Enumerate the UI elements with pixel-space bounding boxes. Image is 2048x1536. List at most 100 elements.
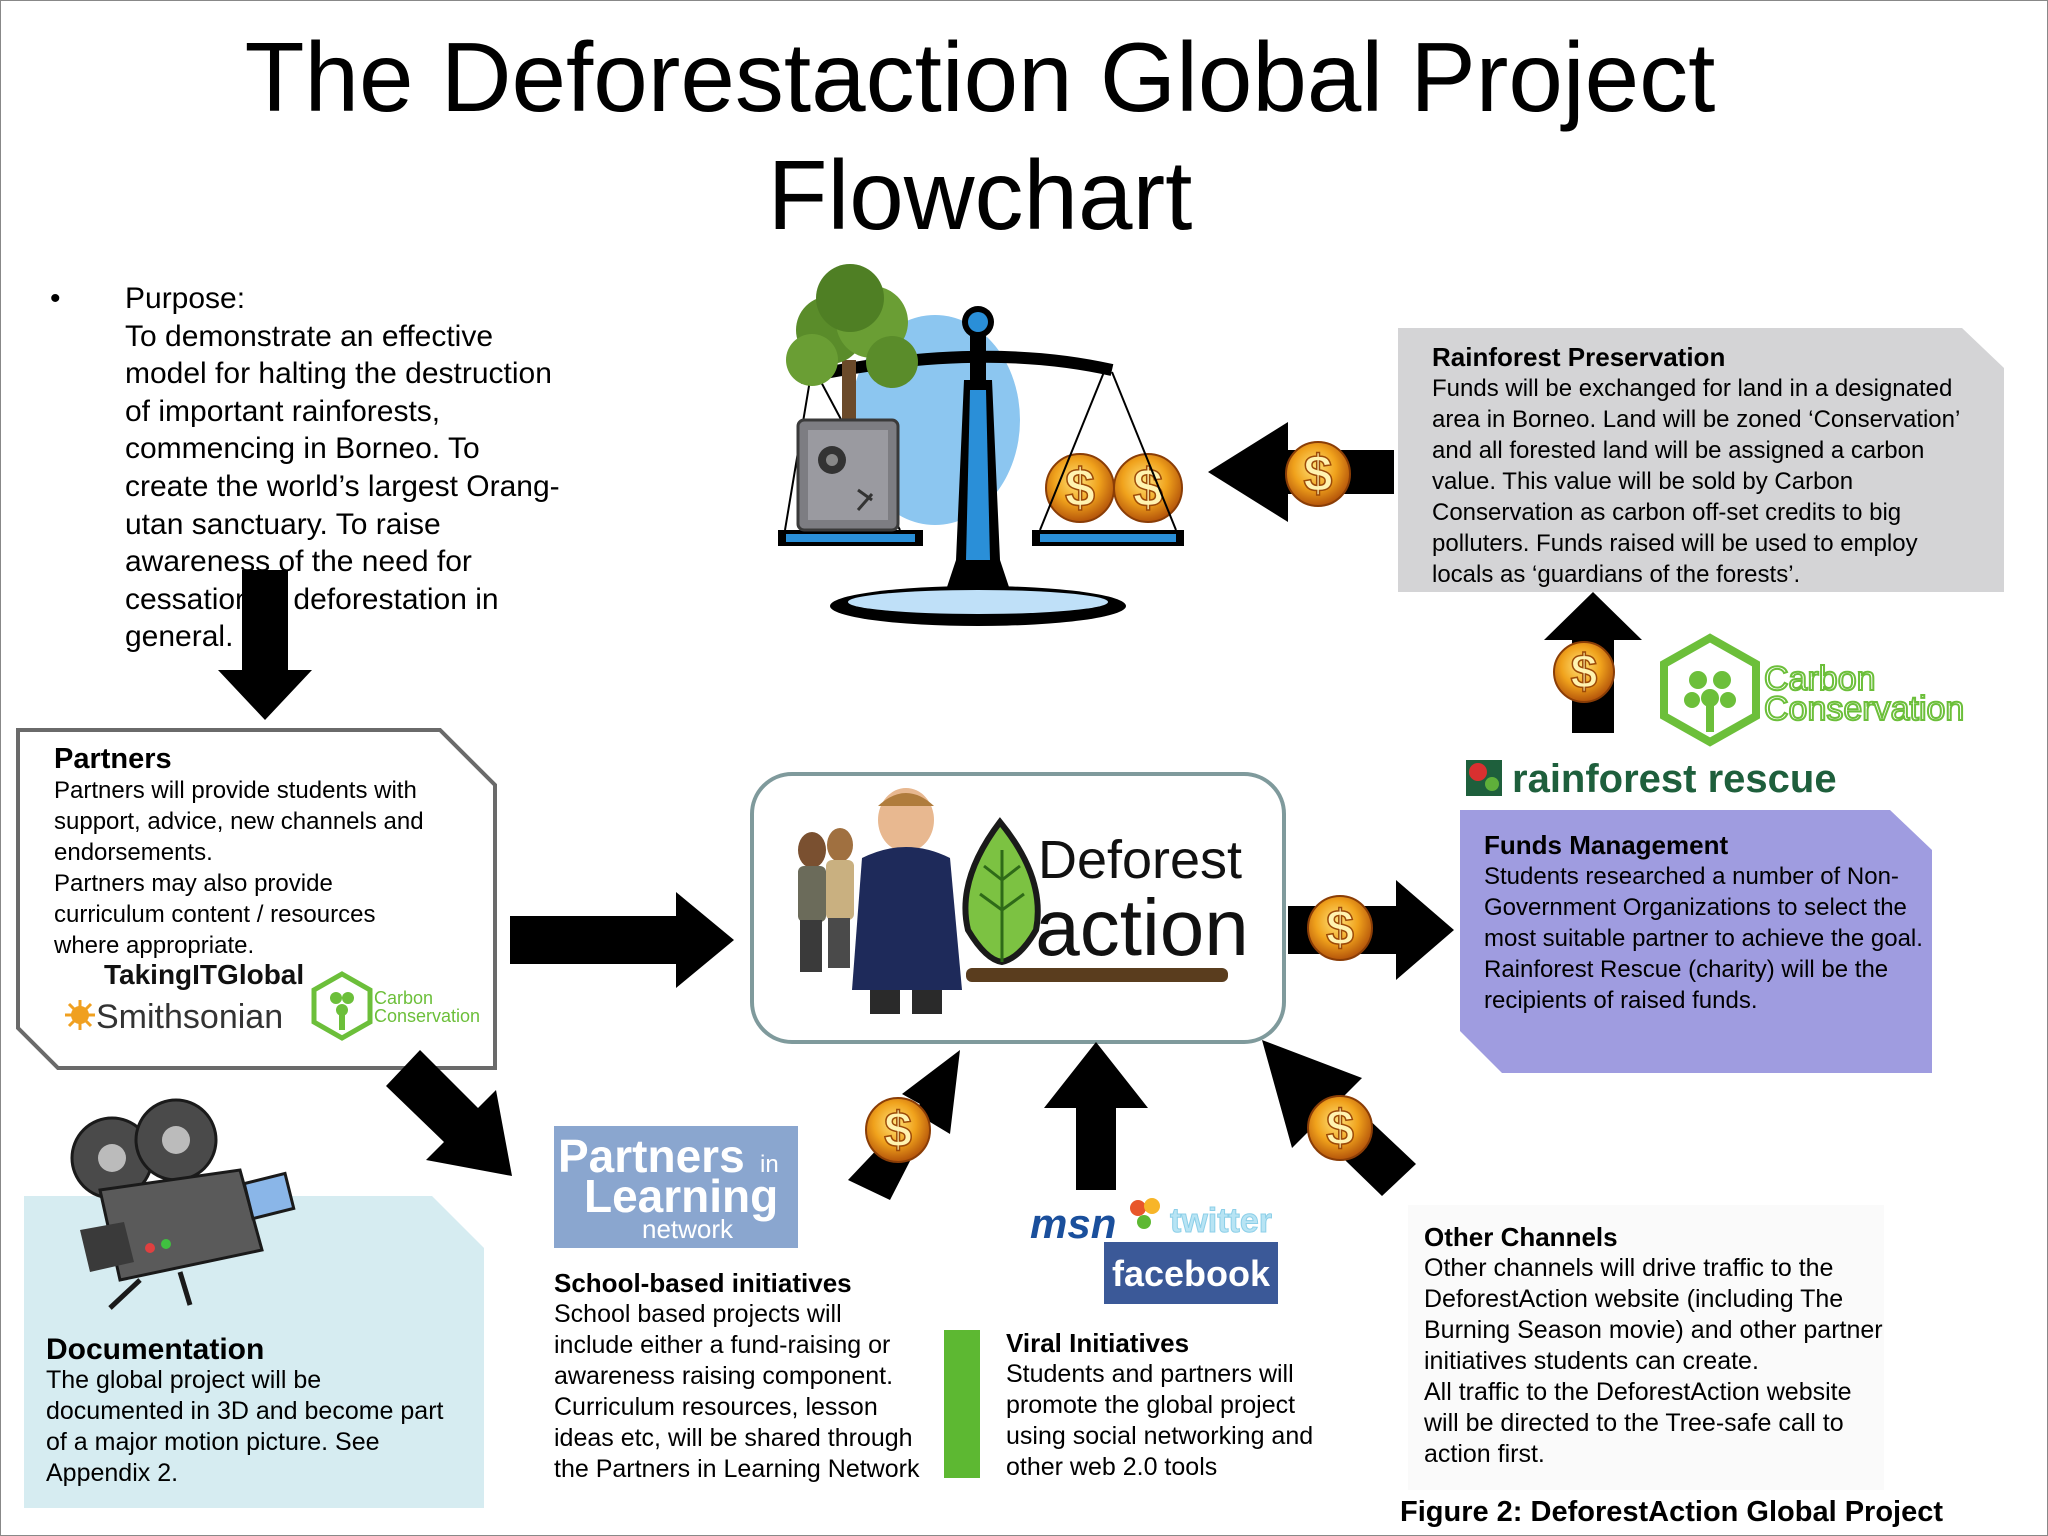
pil-line2: Learning bbox=[584, 1170, 778, 1222]
purpose-line: commencing in Borneo. To bbox=[125, 432, 480, 466]
text-line: Funds will be exchanged for land in a de… bbox=[1432, 375, 1953, 402]
school-initiatives-heading: School-based initiatives bbox=[554, 1268, 852, 1298]
pil-line1: Partners bbox=[558, 1130, 745, 1182]
documentation-heading: Documentation bbox=[46, 1333, 265, 1366]
facebook-logo bbox=[1104, 1242, 1278, 1304]
purpose-line: general. bbox=[125, 620, 234, 654]
arrow-up bbox=[1044, 1042, 1148, 1190]
text-line: Students researched a number of Non- bbox=[1484, 863, 1899, 890]
purpose-line: awareness of the need for bbox=[125, 545, 472, 579]
balance-scale-icon bbox=[778, 306, 1184, 626]
green-bar bbox=[944, 1330, 980, 1478]
text-line: action first. bbox=[1424, 1440, 1545, 1468]
svg-text:$: $ bbox=[1326, 900, 1354, 956]
text-line: the Partners in Learning Network bbox=[554, 1455, 920, 1483]
rainforest-preservation-box bbox=[1398, 328, 2004, 592]
partners-box bbox=[16, 728, 497, 1070]
text-line: Rainforest Rescue (charity) will be the bbox=[1484, 956, 1889, 983]
text-line: Appendix 2. bbox=[46, 1459, 179, 1487]
text-line: of a major motion picture. See bbox=[46, 1428, 380, 1456]
dollar-coin-icon: $ bbox=[1553, 641, 1615, 703]
purpose-heading: Purpose: bbox=[125, 282, 246, 315]
svg-text:$: $ bbox=[1065, 458, 1095, 518]
text-line: School based projects will bbox=[554, 1300, 842, 1328]
safe-icon bbox=[796, 418, 900, 532]
rainforest-preservation-text: Rainforest Preservation Funds will be ex… bbox=[1432, 342, 2007, 590]
pil-in: in bbox=[760, 1151, 779, 1178]
purpose-bullet: • bbox=[50, 282, 61, 315]
takingitglobal-logo: TakingITGlobal bbox=[104, 959, 304, 990]
purpose-block: • Purpose: To demonstrate an effective m… bbox=[50, 280, 610, 660]
text-line: locals as ‘guardians of the forests’. bbox=[1432, 561, 1801, 588]
text-line: The global project will be bbox=[46, 1366, 322, 1394]
text-line: and all forested land will be assigned a… bbox=[1432, 437, 1925, 464]
purpose-line: of important rainforests, bbox=[125, 394, 441, 428]
viral-initiatives-text: Viral Initiatives Students and partners … bbox=[1006, 1328, 1386, 1483]
deforest-logo-line2: action bbox=[1035, 883, 1248, 972]
text-line: include either a fund-raising or bbox=[554, 1331, 891, 1359]
text-line: Partners will provide students with bbox=[54, 777, 417, 804]
text-line: Burning Season movie) and other partner bbox=[1424, 1316, 1883, 1344]
smithsonian-sun-icon bbox=[65, 1000, 95, 1030]
partners-text: Partners Partners will provide students … bbox=[54, 744, 494, 961]
text-line: All traffic to the DeforestAction websit… bbox=[1424, 1378, 1852, 1406]
text-line: Partners may also provide bbox=[54, 870, 333, 897]
text-line: ideas etc, will be shared through bbox=[554, 1424, 913, 1452]
text-line: most suitable partner to achieve the goa… bbox=[1484, 925, 1923, 952]
partners-in-learning-logo bbox=[554, 1126, 798, 1248]
partners-heading: Partners bbox=[54, 743, 172, 775]
text-line: DeforestAction website (including The bbox=[1424, 1285, 1844, 1313]
text-line: Conservation as carbon off-set credits t… bbox=[1432, 499, 1902, 526]
dollar-coin-icon: $ bbox=[1285, 441, 1351, 507]
title-line-2: Flowchart bbox=[767, 140, 1193, 250]
other-channels-text: Other Channels Other channels will drive… bbox=[1424, 1222, 1894, 1470]
purpose-text: Purpose: To demonstrate an effective mod… bbox=[125, 280, 625, 656]
carbon-small-line2: Conservation bbox=[374, 1006, 480, 1026]
text-line: endorsements. bbox=[54, 839, 213, 866]
carbon-small-line1: Carbon bbox=[374, 988, 433, 1008]
text-line: support, advice, new channels and bbox=[54, 808, 424, 835]
carbon-conservation-line2: Conservation bbox=[1764, 690, 1964, 728]
text-line: where appropriate. bbox=[54, 932, 255, 959]
dollar-coin-icon: $ bbox=[1307, 895, 1373, 961]
rainforest-preservation-heading: Rainforest Preservation bbox=[1432, 342, 1726, 372]
deforest-logo-line1: Deforest bbox=[1038, 830, 1242, 890]
purpose-line: create the world’s largest Orang- bbox=[125, 469, 560, 503]
purpose-line: To demonstrate an effective bbox=[125, 319, 493, 353]
twitter-logo: twitter bbox=[1170, 1202, 1272, 1240]
text-line: awareness raising component. bbox=[554, 1362, 894, 1390]
text-line: promote the global project bbox=[1006, 1391, 1296, 1419]
text-line: Government Organizations to select the bbox=[1484, 894, 1907, 921]
viral-initiatives-heading: Viral Initiatives bbox=[1006, 1328, 1190, 1358]
dollar-coin-icon: $ bbox=[865, 1097, 931, 1163]
funds-management-box bbox=[1460, 810, 1932, 1073]
carbon-conservation-small-logo bbox=[311, 971, 373, 1041]
text-line: curriculum content / resources bbox=[54, 901, 376, 928]
arrow-right bbox=[510, 892, 734, 988]
page-title: The Deforestaction Global Project Flowch… bbox=[0, 18, 1960, 254]
text-line: Students and partners will bbox=[1006, 1360, 1294, 1388]
text-line: value. This value will be sold by Carbon bbox=[1432, 468, 1854, 495]
leaf-icon bbox=[962, 817, 1228, 982]
rainforest-rescue-icon bbox=[1466, 760, 1502, 796]
arrow-down bbox=[218, 570, 312, 720]
svg-text:$: $ bbox=[884, 1102, 912, 1158]
smithsonian-logo: Smithsonian bbox=[96, 998, 283, 1036]
documentation-text: Documentation The global project will be… bbox=[46, 1334, 486, 1489]
text-line: Curriculum resources, lesson bbox=[554, 1393, 878, 1421]
other-channels-heading: Other Channels bbox=[1424, 1222, 1618, 1252]
text-line: polluters. Funds raised will be used to … bbox=[1432, 530, 1918, 557]
carbon-conservation-logo bbox=[1660, 633, 1760, 747]
svg-text:$: $ bbox=[1326, 1100, 1354, 1156]
text-line: area in Borneo. Land will be zoned ‘Cons… bbox=[1432, 406, 1961, 433]
msn-butterfly-icon bbox=[1130, 1198, 1160, 1229]
purpose-line: model for halting the destruction bbox=[125, 357, 552, 391]
funds-management-heading: Funds Management bbox=[1484, 830, 1729, 860]
text-line: other web 2.0 tools bbox=[1006, 1453, 1218, 1481]
arrow-diagonal bbox=[386, 1050, 512, 1176]
funds-management-text: Funds Management Students researched a n… bbox=[1484, 830, 1954, 1016]
purpose-line: cessation of deforestation in bbox=[125, 582, 499, 616]
title-line-1: The Deforestaction Global Project bbox=[244, 22, 1716, 132]
text-line: initiatives students can create. bbox=[1424, 1347, 1759, 1375]
svg-text:$: $ bbox=[1571, 646, 1598, 699]
